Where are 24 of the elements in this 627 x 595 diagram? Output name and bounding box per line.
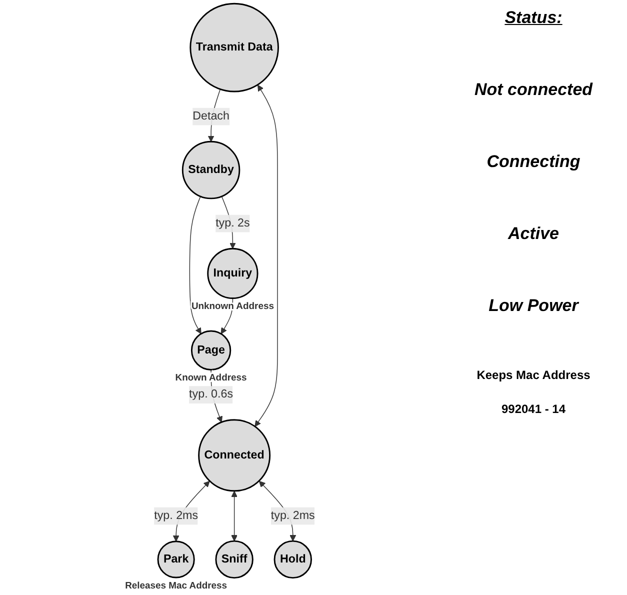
note-text: 992041 - 14 — [500, 402, 567, 416]
node-circle: Inquiry — [207, 248, 258, 300]
arrow — [254, 84, 278, 427]
node-circle: Transmit Data — [190, 2, 279, 92]
node-circle: Standby — [182, 140, 240, 200]
node-circle: Connected — [198, 419, 271, 492]
edge-label: Detach — [192, 110, 230, 122]
note-text: Releases Mac Address — [125, 580, 228, 592]
status-label: Active — [506, 224, 560, 244]
edge-label: typ. 2ms — [270, 509, 315, 522]
status-label: Low Power — [488, 296, 580, 316]
arrow — [189, 196, 202, 334]
note-text: Keeps Mac Address — [476, 368, 592, 382]
node-circle: Hold — [274, 540, 312, 579]
node-circle: Sniff — [215, 540, 254, 579]
status-label: Not connected — [473, 80, 594, 100]
edge-label: typ. 0.6s — [189, 388, 234, 401]
status-heading: Status: — [504, 8, 564, 28]
node-circle: Page — [190, 330, 232, 370]
status-label: Connecting — [486, 152, 582, 172]
node-circle: Park — [157, 540, 195, 578]
edge-label: typ. 2s — [216, 216, 250, 230]
edge-label: typ. 2ms — [154, 509, 198, 522]
arrow — [231, 490, 238, 542]
